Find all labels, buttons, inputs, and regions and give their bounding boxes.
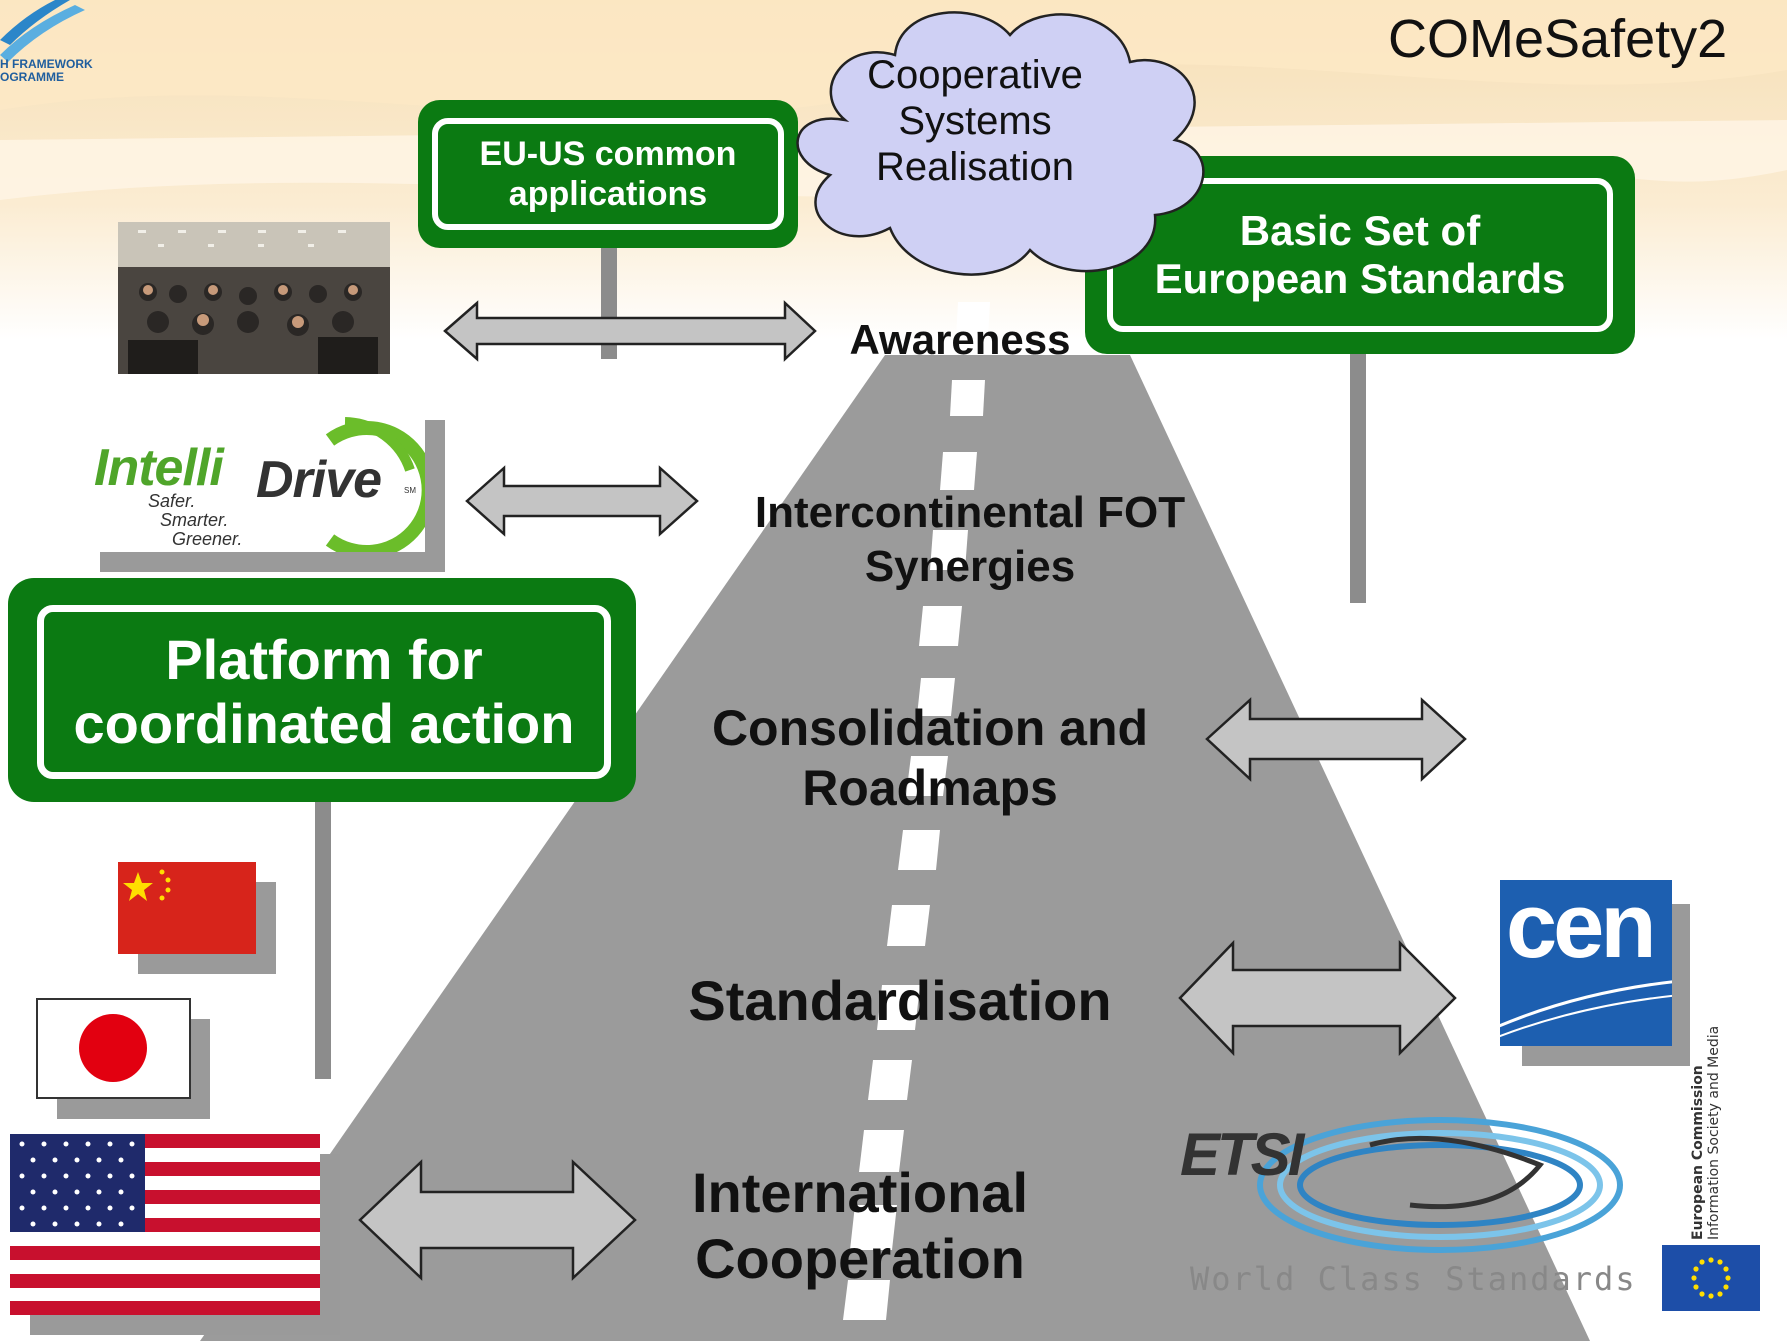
eu-flag: [1662, 1245, 1760, 1311]
cloud-label: Cooperative Systems Realisation: [867, 53, 1083, 189]
road-center-dashes: [843, 302, 990, 1320]
platform-sign-line-1: Platform for: [165, 628, 483, 691]
eu-us-sign-line-2: applications: [508, 175, 708, 213]
stage-consolidation-roadmaps: Consolidation and Roadmaps: [711, 700, 1149, 816]
page-title: COMeSafety2: [1388, 9, 1728, 69]
consolidation-double-arrow: [1205, 697, 1467, 782]
fot-double-arrow: [465, 465, 699, 537]
standards-sign-line-1: Basic Set of: [1239, 207, 1481, 254]
intellidrive-taglines: Safer. Smarter. Greener.: [148, 491, 243, 549]
conference-audience-photo: [118, 222, 390, 374]
cen-logo-text: cen: [1506, 880, 1657, 977]
framework-programme-logo: [0, 0, 85, 62]
intellidrive-intelli-text: Intelli: [94, 439, 224, 497]
international-double-arrow: [358, 1159, 637, 1281]
cloud-shape: [796, 11, 1205, 276]
standardisation-double-arrow: [1178, 939, 1457, 1057]
standards-sign-post: [1350, 350, 1366, 603]
stage-standardisation: Standardisation: [688, 969, 1112, 1032]
china-flag: [118, 862, 256, 954]
stage-international-cooperation: International Cooperation: [691, 1161, 1029, 1290]
platform-sign-line-2: coordinated action: [73, 692, 575, 755]
platform-coordinated-action-sign: Platform for coordinated action: [8, 578, 636, 802]
etsi-logo-text: ETSI: [1180, 1121, 1304, 1188]
awareness-double-arrow: [443, 300, 817, 362]
usa-flag: [10, 1134, 320, 1315]
etsi-logo-swoosh: [1257, 1117, 1623, 1253]
eu-us-common-applications-sign: EU-US common applications: [418, 100, 798, 248]
intellidrive-drive-text: Drive: [256, 451, 382, 509]
etsi-tagline: World Class Standards: [1190, 1260, 1637, 1298]
standards-sign-line-2: European Standards: [1154, 255, 1566, 302]
european-commission-text: European Commission Information Society …: [1690, 1025, 1722, 1240]
eu-us-sign-line-1: EU-US common: [479, 135, 737, 173]
japan-flag: [36, 998, 191, 1099]
stage-awareness: Awareness: [849, 316, 1071, 363]
intellidrive-sm: SM: [404, 486, 416, 495]
intellidrive-logo: Intelli Drive SM Safer. Smarter. Greener…: [80, 400, 425, 552]
platform-sign-post: [315, 792, 331, 1079]
cen-logo: cen: [1500, 880, 1672, 1046]
stage-intercontinental-fot: Intercontinental FOT Synergies: [754, 488, 1186, 591]
framework-programme-text: H FRAMEWORK OGRAMME: [0, 57, 93, 84]
